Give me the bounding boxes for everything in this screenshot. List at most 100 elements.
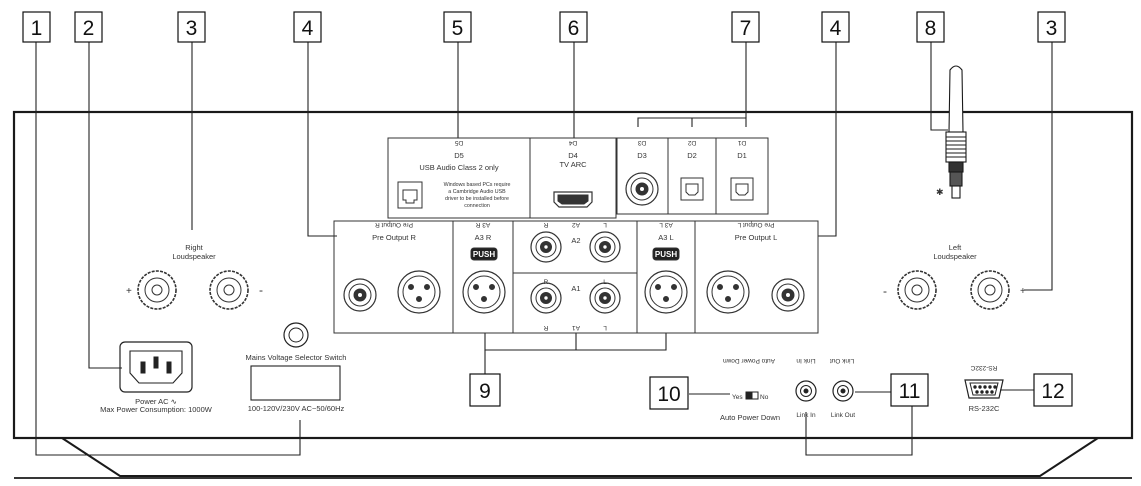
- svg-text:6: 6: [568, 17, 580, 40]
- pre-output-r: Pre Output R Pre Output R: [333, 220, 454, 334]
- leader-lines: [35, 40, 1053, 456]
- callout-boxes: 1 2 3 4 5 6 7 4 8 3 9 10 11 12: [22, 11, 1073, 410]
- svg-text:Pre Output R: Pre Output R: [375, 221, 413, 228]
- svg-text:-: -: [883, 284, 887, 298]
- svg-text:4: 4: [302, 17, 314, 40]
- mains-voltage-selector: Mains Voltage Selector Switch 100-120V/2…: [246, 322, 347, 413]
- power-ac-inlet: Power AC ∿ Max Power Consumption: 1000W: [100, 341, 213, 414]
- svg-text:Link In: Link In: [796, 357, 816, 364]
- pre-output-l: Pre Output L Pre Output L: [694, 220, 819, 334]
- svg-text:TV ARC: TV ARC: [559, 160, 587, 169]
- svg-text:Link In: Link In: [796, 412, 816, 419]
- svg-text:R: R: [543, 324, 548, 331]
- svg-text:Power AC ∿: Power AC ∿: [135, 397, 177, 406]
- svg-text:D4: D4: [568, 139, 577, 146]
- svg-text:A2: A2: [571, 236, 580, 245]
- callout-10: 10: [649, 376, 689, 410]
- svg-text:Right: Right: [185, 243, 203, 252]
- callout-6: 6: [559, 11, 588, 43]
- svg-text:driver to be installed before: driver to be installed before: [445, 196, 509, 202]
- callout-5: 5: [443, 11, 472, 43]
- svg-text:RS-232C: RS-232C: [970, 364, 997, 371]
- svg-text:D2: D2: [687, 139, 696, 146]
- svg-text:D3: D3: [637, 151, 647, 160]
- svg-text:7: 7: [740, 17, 752, 40]
- link-connectors: Link In Link Out Link In Link Out: [795, 357, 855, 419]
- svg-text:Loudspeaker: Loudspeaker: [172, 252, 216, 261]
- svg-text:D1: D1: [737, 151, 747, 160]
- callout-2: 2: [74, 11, 103, 43]
- antenna: ✱: [936, 65, 967, 199]
- svg-text:D5: D5: [454, 139, 463, 146]
- svg-text:Windows based PCs require: Windows based PCs require: [444, 182, 511, 188]
- left-loudspeaker-terminals: Left Loudspeaker - +: [883, 243, 1026, 310]
- d1-optical-input: D1 D1: [715, 137, 769, 215]
- right-loudspeaker-terminals: Right Loudspeaker + -: [126, 243, 263, 310]
- svg-text:3: 3: [1046, 17, 1058, 40]
- svg-text:A2: A2: [572, 221, 580, 228]
- svg-text:D4: D4: [568, 151, 578, 160]
- svg-text:A3 R: A3 R: [475, 221, 490, 228]
- svg-text:Yes: Yes: [732, 394, 743, 401]
- callout-4-left: 4: [821, 11, 850, 43]
- d3-coaxial-input: D3 D3: [616, 137, 669, 215]
- svg-text:D5: D5: [454, 151, 464, 160]
- svg-text:10: 10: [657, 383, 680, 406]
- callout-8: 8: [916, 11, 945, 43]
- auto-power-down-switch: Auto Power Down Yes No Auto Power Down: [720, 357, 780, 422]
- svg-text:D3: D3: [637, 139, 646, 146]
- svg-text:A3 L: A3 L: [658, 233, 673, 242]
- analog-section: Pre Output R Pre Output R A3 R A3 R PUSH…: [333, 220, 819, 334]
- svg-text:Pre Output R: Pre Output R: [372, 233, 416, 242]
- svg-text:No: No: [760, 394, 769, 401]
- svg-text:connection: connection: [464, 203, 490, 209]
- callout-12: 12: [1033, 373, 1073, 407]
- rs232c-port: RS-232C RS-232C: [964, 364, 1004, 413]
- svg-text:Pre Output L: Pre Output L: [737, 221, 774, 228]
- svg-text:3: 3: [186, 17, 198, 40]
- svg-text:Auto Power Down: Auto Power Down: [720, 413, 780, 422]
- d4-hdmi-arc-input: D4 D4 TV ARC: [529, 137, 617, 219]
- svg-text:4: 4: [830, 17, 842, 40]
- svg-text:USB Audio Class 2 only: USB Audio Class 2 only: [419, 163, 498, 172]
- svg-text:L: L: [603, 324, 607, 331]
- svg-text:Loudspeaker: Loudspeaker: [933, 252, 977, 261]
- callout-3-right: 3: [177, 11, 206, 43]
- svg-text:11: 11: [899, 380, 921, 403]
- callout-4-right: 4: [293, 11, 322, 43]
- svg-text:Link Out: Link Out: [830, 357, 854, 364]
- svg-text:Left: Left: [949, 243, 962, 252]
- svg-text:Pre Output L: Pre Output L: [735, 233, 778, 242]
- svg-text:PUSH: PUSH: [473, 250, 495, 259]
- a1-rca-input: R L A1 R A1 L: [512, 272, 638, 334]
- a3-r-balanced-input: A3 R A3 R PUSH: [452, 220, 514, 334]
- d2-optical-input: D2 D2: [667, 137, 717, 215]
- callout-9: 9: [469, 373, 501, 407]
- svg-text:PUSH: PUSH: [655, 250, 677, 259]
- a2-rca-input: R A2 L A2: [512, 220, 638, 274]
- svg-text:100-120V/230V AC~50/60Hz: 100-120V/230V AC~50/60Hz: [248, 404, 345, 413]
- a3-l-balanced-input: A3 L A3 L PUSH: [636, 220, 696, 334]
- svg-text:R: R: [543, 221, 548, 228]
- svg-text:A1: A1: [571, 284, 580, 293]
- svg-text:A3 R: A3 R: [475, 233, 492, 242]
- svg-text:Mains Voltage Selector Switch: Mains Voltage Selector Switch: [246, 353, 347, 362]
- svg-text:L: L: [603, 221, 607, 228]
- chassis: [12, 110, 1134, 479]
- callout-11: 11: [890, 373, 929, 407]
- svg-text:9: 9: [479, 380, 491, 403]
- callout-7: 7: [731, 11, 760, 43]
- callout-1: 1: [22, 11, 51, 43]
- svg-text:Max Power Consumption: 1000W: Max Power Consumption: 1000W: [100, 405, 213, 414]
- svg-text:D2: D2: [687, 151, 697, 160]
- d5-usb-input: D5 D5 USB Audio Class 2 only Windows bas…: [387, 137, 531, 219]
- svg-text:-: -: [259, 283, 263, 297]
- svg-text:+: +: [1020, 286, 1026, 297]
- svg-text:A3 L: A3 L: [659, 221, 673, 228]
- callout-3-left: 3: [1037, 11, 1066, 43]
- svg-text:+: +: [126, 286, 132, 297]
- svg-text:Link Out: Link Out: [831, 412, 855, 419]
- svg-text:12: 12: [1041, 380, 1064, 403]
- svg-text:RS-232C: RS-232C: [969, 404, 1000, 413]
